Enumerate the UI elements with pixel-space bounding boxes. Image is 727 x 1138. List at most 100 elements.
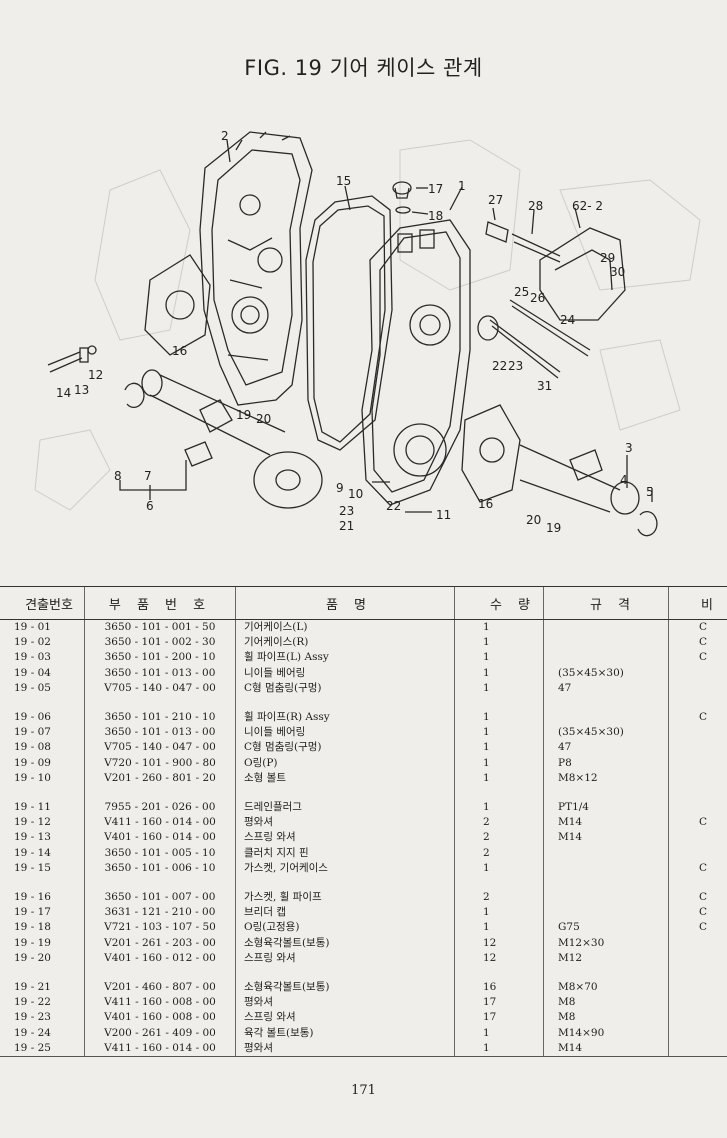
callout-16-left: 16 [172, 344, 187, 358]
cell-qty: 1 [454, 920, 544, 936]
cell-spec: M8 [543, 1010, 669, 1026]
cell-no: 19 - 05 [14, 681, 51, 694]
callout-2: 2 [221, 129, 229, 143]
cell-name: 브리더 캡 [235, 905, 455, 921]
cell-note [668, 1010, 727, 1026]
cell-no: 19 - 07 [14, 726, 51, 739]
cell-qty: 1 [454, 710, 544, 726]
cell-note [668, 770, 727, 787]
cell-no: 19 - 17 [14, 906, 51, 919]
cell-note: C [668, 710, 727, 726]
spacer-cell [454, 966, 544, 981]
cell-spec: M8 [543, 995, 669, 1011]
callout-5: 5 [646, 485, 654, 499]
cell-name: 소형 볼트 [235, 770, 455, 787]
cell-no: 19 - 14 [14, 846, 51, 859]
cell-name: 니이들 베어링 [235, 665, 455, 681]
cell-spec [543, 845, 669, 861]
callout-12: 12 [88, 368, 103, 382]
cell-name: 휠 파이프(R) Assy [235, 710, 455, 726]
cell-spec: M8×12 [543, 770, 669, 787]
cell-note [668, 755, 727, 771]
cell-qty: 1 [454, 1025, 544, 1041]
cell-name: O링(고정용) [235, 920, 455, 936]
spacer-cell [0, 696, 85, 710]
cell-qty: 1 [454, 665, 544, 681]
cell-name: 평와셔 [235, 1040, 455, 1058]
spacer-cell [454, 876, 544, 891]
cell-no: 19 - 01 [14, 621, 51, 633]
cell-part: 3650 - 101 - 200 - 10 [84, 650, 236, 666]
callout-62-2: 62- 2 [572, 199, 603, 213]
cell-spec [543, 905, 669, 921]
spacer-cell [543, 876, 669, 891]
cell-spec: 47 [543, 740, 669, 756]
cell-note [668, 740, 727, 756]
cell-spec: PT1/4 [543, 800, 669, 816]
cell-qty: 1 [454, 1040, 544, 1058]
callout-20-right: 20 [526, 513, 541, 527]
cell-name: 가스켓, 휠 파이프 [235, 890, 455, 906]
cell-spec [543, 710, 669, 726]
cell-part: V401 - 160 - 008 - 00 [84, 1010, 236, 1026]
group-spacer [0, 966, 727, 981]
cell-name: 소형육각볼트(보통) [235, 935, 455, 951]
cell-no: 19 - 10 [14, 771, 51, 784]
cell-no: 19 - 23 [14, 1011, 51, 1024]
cell-note [668, 980, 727, 996]
callout-29: 29 [600, 251, 615, 265]
figure-title: FIG. 19 기어 케이스 관계 [244, 56, 483, 80]
cell-no: 19 - 15 [14, 861, 51, 874]
cell-note: C [668, 619, 727, 636]
cell-no: 19 - 25 [0, 1040, 85, 1058]
cell-part: 3650 - 101 - 210 - 10 [84, 710, 236, 726]
cell-no: 19 - 09 [14, 756, 51, 769]
spacer-cell [235, 876, 455, 891]
group-spacer [0, 786, 727, 801]
cell-qty: 17 [454, 995, 544, 1011]
callout-27: 27 [488, 193, 503, 207]
cell-part: V201 - 460 - 807 - 00 [84, 980, 236, 996]
cell-qty: 1 [454, 860, 544, 877]
cell-name: C형 멈춤링(구멍) [235, 680, 455, 697]
cell-note: C [668, 815, 727, 831]
cell-part: 3650 - 101 - 013 - 00 [84, 725, 236, 741]
cell-spec [543, 635, 669, 651]
cell-name: O링(P) [235, 755, 455, 771]
parts-table: 견출번호 부 품 번 호 품 명 수 량 규 격 비 고 19 - 013650… [0, 586, 727, 1058]
cell-note [668, 665, 727, 681]
cell-part: V411 - 160 - 008 - 00 [84, 995, 236, 1011]
cell-name: 기어케이스(L) [235, 619, 455, 636]
cell-name: 평와셔 [235, 815, 455, 831]
cell-qty: 2 [454, 830, 544, 846]
cell-part: V401 - 160 - 014 - 00 [84, 830, 236, 846]
cell-note: C [668, 860, 727, 877]
cell-name: 니이들 베어링 [235, 725, 455, 741]
spacer-cell [235, 696, 455, 711]
cell-qty: 1 [454, 770, 544, 787]
cell-no: 19 - 12 [14, 816, 51, 829]
cell-name: C형 멈춤링(구멍) [235, 740, 455, 756]
cell-no: 19 - 18 [14, 921, 51, 934]
cell-name: 소형육각볼트(보통) [235, 980, 455, 996]
cell-no: 19 - 06 [14, 711, 51, 724]
cell-no: 19 - 03 [14, 651, 51, 664]
cell-qty: 12 [454, 950, 544, 967]
cell-no: 19 - 11 [14, 801, 51, 814]
callout-30: 30 [610, 265, 625, 279]
callout-9: 9 [336, 481, 344, 495]
exploded-diagram: 2 15 17 1 18 27 28 62- 2 29 30 25 26 24 … [0, 110, 727, 590]
callout-16-right: 16 [478, 497, 493, 511]
callout-6: 6 [146, 499, 154, 513]
header-name: 품 명 [235, 586, 455, 620]
